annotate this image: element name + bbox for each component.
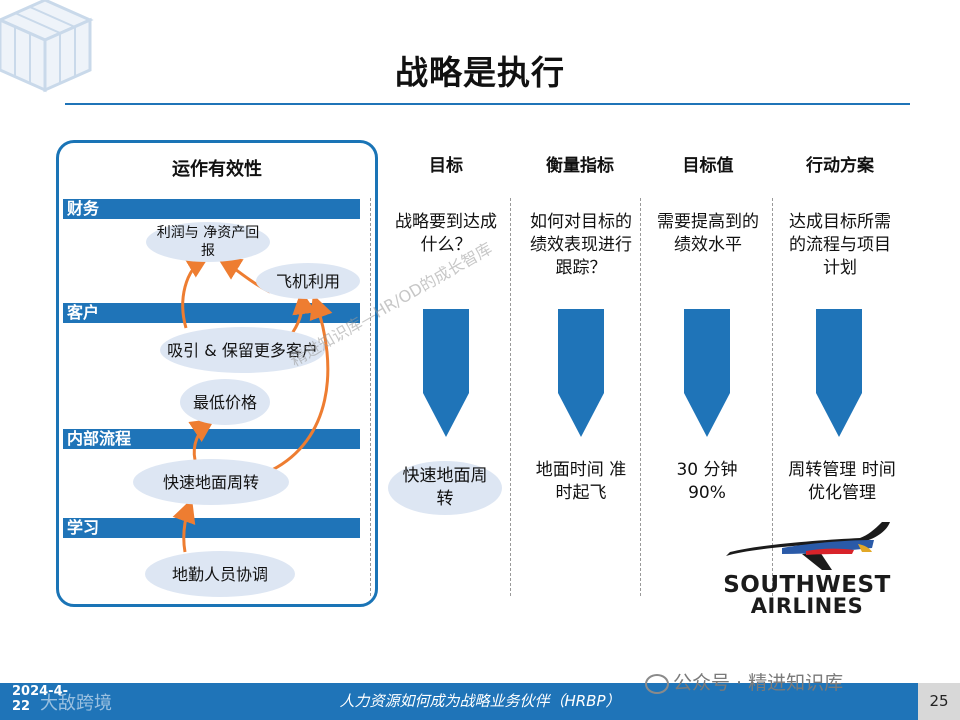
column-header-measure: 衡量指标	[546, 156, 614, 176]
node-profit-roe: 利润与 净资产回报	[146, 222, 270, 262]
column-divider	[772, 198, 773, 596]
target-result: 30 分钟 90%	[676, 460, 738, 503]
page-number: 25	[918, 683, 960, 720]
cube-decoration	[0, 0, 100, 100]
column-header-objective: 目标	[429, 156, 463, 176]
band-learning: 学习	[63, 518, 360, 538]
column-question-measure: 如何对目标的绩效表现进行跟踪？	[530, 212, 632, 278]
column-question-objective: 战略要到达成什么？	[395, 212, 497, 255]
node-plane-utilization: 飞机利用	[256, 263, 360, 299]
down-arrow-initiative	[816, 309, 862, 437]
column-question-initiative: 达成目标所需的流程与项目计划	[789, 212, 891, 278]
footer-bar	[0, 683, 960, 720]
column-divider	[370, 198, 371, 596]
strategy-map-panel	[56, 140, 378, 607]
node-fast-ground-turnaround: 快速地面周转	[133, 459, 289, 505]
southwest-logo-line2: AIRLINES	[750, 594, 864, 618]
node-ground-crew-alignment: 地勤人员协调	[145, 551, 295, 597]
down-arrow-target	[684, 309, 730, 437]
footer-date: 2024-4-22	[12, 684, 69, 714]
node-attract-retain-customers: 吸引 & 保留更多客户	[160, 327, 325, 373]
footer-brand: 大敌跨境	[40, 693, 112, 714]
down-arrow-objective	[423, 309, 469, 437]
column-question-target: 需要提高到的绩效水平	[657, 212, 759, 255]
title-divider	[65, 103, 910, 105]
column-divider	[640, 198, 641, 596]
column-header-initiative: 行动方案	[806, 156, 874, 176]
footer-title: 人力资源如何成为战略业务伙伴（HRBP）	[339, 692, 621, 710]
wechat-account-text: 公众号 · 精进知识库	[673, 672, 844, 694]
airplane-icon	[726, 522, 890, 570]
panel-title: 运作有效性	[172, 159, 262, 180]
objective-result: 快速地面周转	[388, 461, 502, 515]
column-divider	[510, 198, 511, 596]
wechat-account-watermark: 公众号 · 精进知识库	[645, 668, 843, 695]
node-lowest-price: 最低价格	[180, 379, 270, 425]
column-header-target: 目标值	[682, 156, 734, 176]
measure-result: 地面时间 准时起飞	[535, 460, 627, 503]
band-finance: 财务	[63, 199, 360, 219]
down-arrow-measure	[558, 309, 604, 437]
wechat-icon	[645, 673, 669, 694]
band-customer: 客户	[63, 303, 360, 323]
southwest-logo-line1: SOUTHWEST	[723, 572, 891, 598]
initiative-result: 周转管理 时间优化管理	[788, 460, 896, 503]
slide-title: 战略是执行	[395, 53, 565, 92]
